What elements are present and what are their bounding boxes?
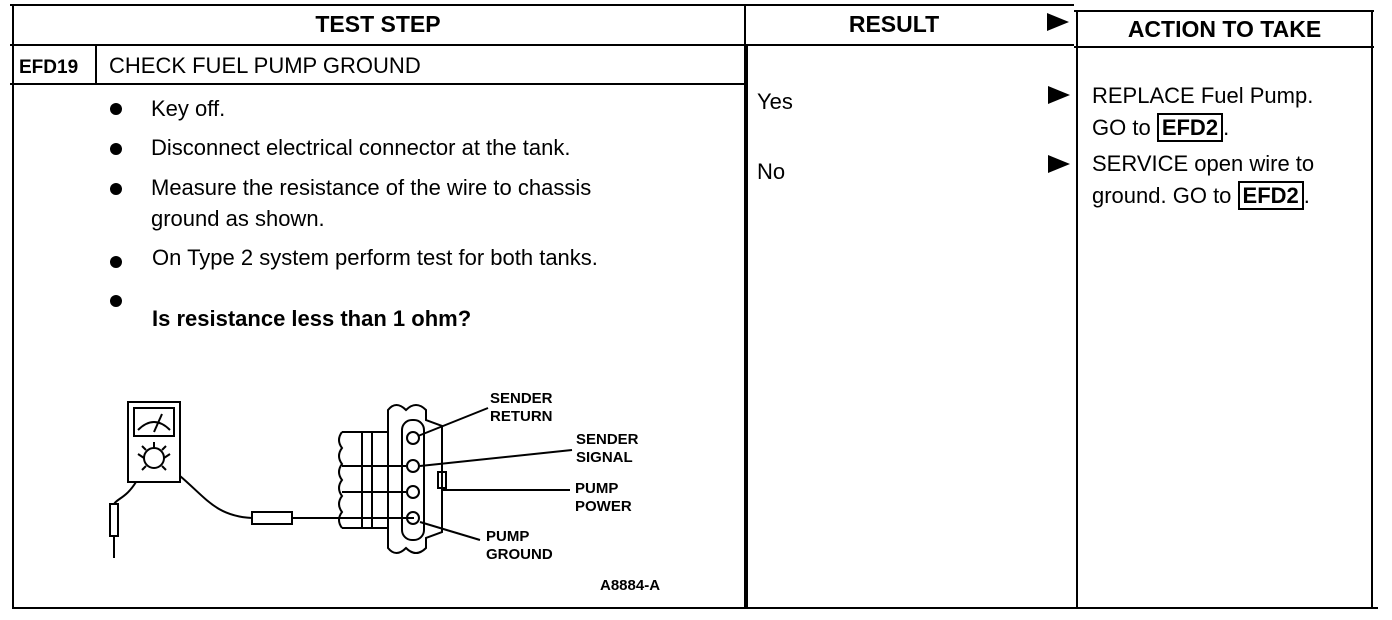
result-yes: Yes bbox=[757, 89, 793, 114]
action-yes: REPLACE Fuel Pump. GO to EFD2. bbox=[1092, 83, 1314, 142]
connector-icon bbox=[387, 404, 443, 554]
bullet-icon bbox=[110, 143, 122, 155]
bullet-icon bbox=[110, 103, 122, 115]
arrow-icon bbox=[1047, 13, 1069, 31]
efd2-reference: EFD2 bbox=[1237, 181, 1304, 210]
label-sender-signal: SENDER SIGNAL bbox=[576, 431, 639, 466]
header-action-to-take: ACTION TO TAKE bbox=[1127, 16, 1322, 42]
label-sender-return: SENDER RETURN bbox=[490, 390, 553, 425]
figure-id: A8884-A bbox=[600, 577, 661, 594]
bullet-text: Measure the resistance of the wire to ch… bbox=[151, 175, 592, 200]
bullet-icon bbox=[110, 183, 122, 195]
bullet-text: Key off. bbox=[151, 96, 226, 121]
result-no: No bbox=[757, 159, 786, 184]
bullet-icon bbox=[110, 256, 122, 268]
step-title: CHECK FUEL PUMP GROUND bbox=[109, 53, 421, 78]
header-result: RESULT bbox=[848, 11, 940, 37]
header-test-step: TEST STEP bbox=[315, 11, 441, 37]
question-text: Is resistance less than 1 ohm? bbox=[152, 306, 472, 331]
probe-icon bbox=[109, 503, 119, 537]
ohmmeter-diagram bbox=[109, 401, 573, 558]
arrow-icon bbox=[1048, 86, 1070, 104]
bullet-text: Disconnect electrical connector at the t… bbox=[151, 135, 571, 160]
arrow-icon bbox=[1048, 155, 1070, 173]
step-id: EFD19 bbox=[19, 57, 79, 78]
bullet-icon bbox=[110, 295, 122, 307]
action-no: SERVICE open wire to ground. GO to EFD2. bbox=[1092, 151, 1315, 210]
label-pump-power: PUMP POWER bbox=[575, 480, 632, 515]
efd2-reference: EFD2 bbox=[1156, 113, 1224, 142]
bullet-text: On Type 2 system perform test for both t… bbox=[152, 245, 598, 270]
bullet-text-continued: ground as shown. bbox=[151, 206, 325, 231]
label-pump-ground: PUMP GROUND bbox=[486, 528, 553, 563]
